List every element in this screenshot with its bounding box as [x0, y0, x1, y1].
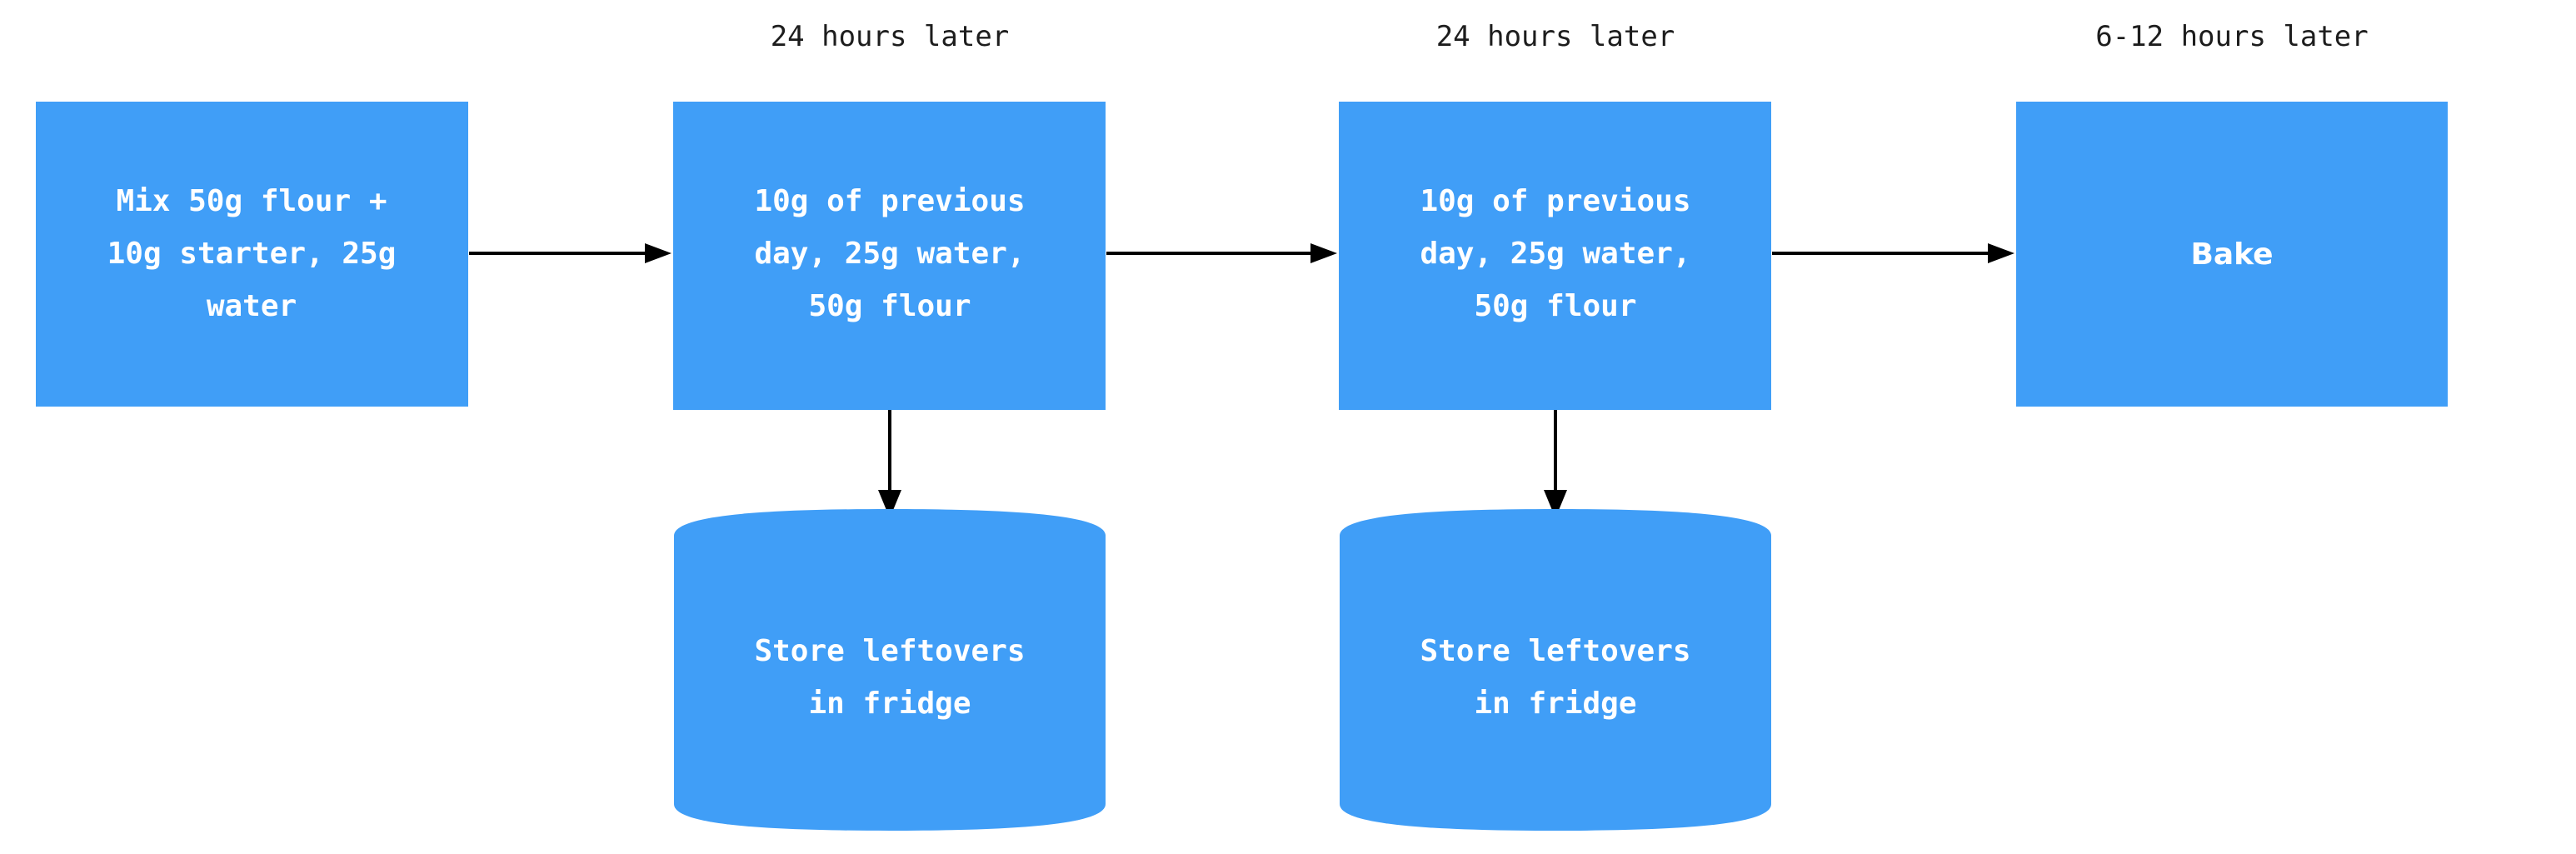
arrow-head-mix-to-day2: [645, 243, 671, 263]
arrow-head-day3-to-fridge2: [1544, 490, 1567, 518]
edge-day3-to-fridge2: [1544, 410, 1567, 518]
node-bake-label: Bake: [2190, 237, 2273, 272]
edge-label-mix-to-day2: 24 hours later: [771, 20, 1010, 53]
edge-label-day3-to-bake: 6-12 hours later: [2095, 20, 2369, 53]
node-bake-shape[interactable]: [2016, 102, 2448, 407]
node-mix-label-line-2: 10g starter, 25g: [107, 237, 397, 271]
edge-mix-to-day2: [469, 243, 671, 263]
node-mix-shape[interactable]: [36, 102, 468, 407]
node-day2-label-line-1: 10g of previous: [754, 184, 1025, 218]
node-fridge2-label-line-1: Store leftovers: [1420, 634, 1690, 668]
edge-day2-to-day3: [1106, 243, 1337, 263]
node-mix-label-line-3: water: [207, 289, 297, 323]
node-fridge1-label-line-2: in fridge: [808, 687, 971, 721]
node-day3-label-line-1: 10g of previous: [1420, 184, 1690, 218]
node-fridge1-shape[interactable]: [674, 509, 1106, 831]
node-fridge1[interactable]: Store leftovers in fridge: [674, 509, 1106, 831]
node-fridge1-label-line-1: Store leftovers: [754, 634, 1025, 668]
node-mix[interactable]: Mix 50g flour + 10g starter, 25g water: [36, 102, 468, 407]
arrow-head-day2-to-day3: [1310, 243, 1337, 263]
edge-day2-to-fridge1: [878, 410, 901, 518]
node-fridge2[interactable]: Store leftovers in fridge: [1340, 509, 1771, 831]
edge-label-day2-to-day3: 24 hours later: [1436, 20, 1675, 53]
node-day2-label-line-3: 50g flour: [808, 289, 971, 323]
node-day3-shape[interactable]: [1339, 102, 1771, 410]
node-day2[interactable]: 10g of previous day, 25g water, 50g flou…: [673, 102, 1106, 410]
node-fridge2-label-line-2: in fridge: [1474, 687, 1636, 721]
node-day3-label-line-3: 50g flour: [1474, 289, 1636, 323]
node-day3-label-line-2: day, 25g water,: [1420, 237, 1690, 271]
node-bake[interactable]: Bake: [2016, 102, 2448, 407]
node-day2-shape[interactable]: [673, 102, 1106, 410]
node-day2-label-line-2: day, 25g water,: [754, 237, 1025, 271]
node-fridge2-shape[interactable]: [1340, 509, 1771, 831]
node-day3[interactable]: 10g of previous day, 25g water, 50g flou…: [1339, 102, 1771, 410]
edge-day3-to-bake: [1772, 243, 2014, 263]
arrow-head-day3-to-bake: [1988, 243, 2014, 263]
arrow-head-day2-to-fridge1: [878, 490, 901, 518]
node-mix-label-line-1: Mix 50g flour +: [116, 184, 387, 218]
